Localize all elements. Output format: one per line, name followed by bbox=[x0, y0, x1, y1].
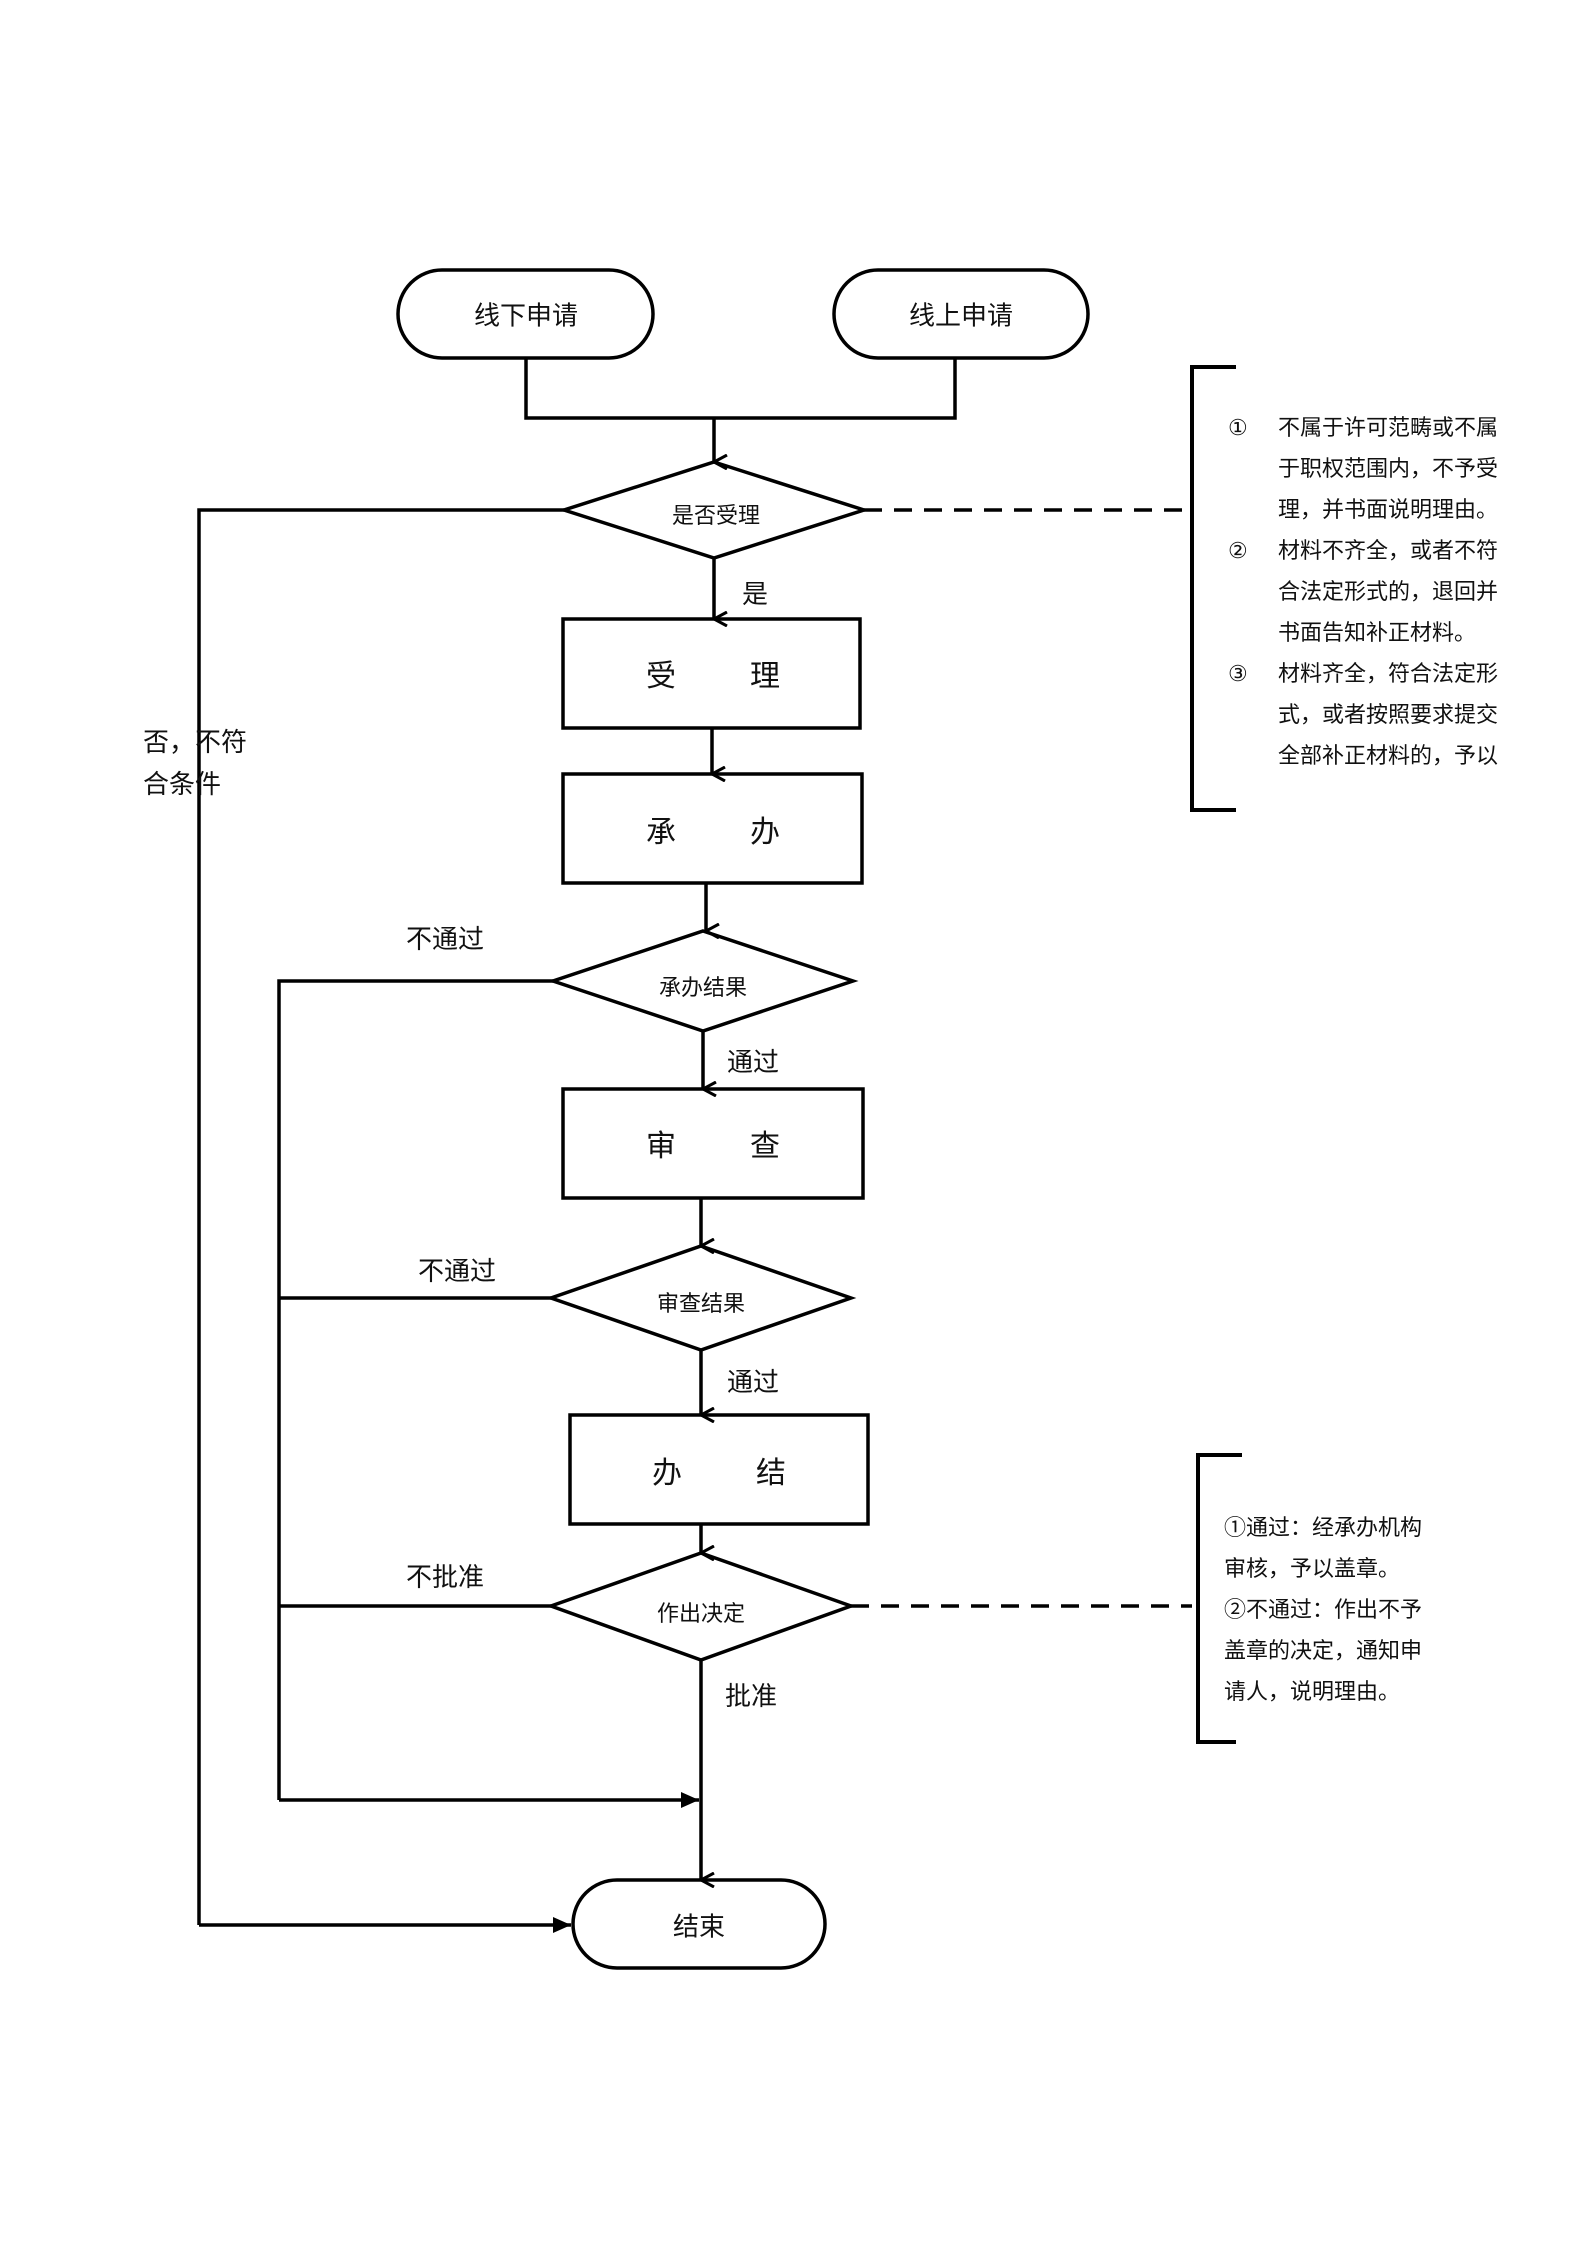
note-line: 不属于许可范畴或不属 bbox=[1278, 416, 1499, 441]
handle-result-label: 承办结果 bbox=[658, 976, 748, 1001]
note-line: ①通过：经承办机构 bbox=[1224, 1516, 1423, 1541]
online-apply-label: 线上申请 bbox=[908, 301, 1014, 332]
note-line: 式，或者按照要求提交 bbox=[1278, 703, 1499, 728]
accept-note-bracket bbox=[1190, 365, 1236, 812]
review-result-label: 审查结果 bbox=[656, 1292, 746, 1317]
note-line: 请人，说明理由。 bbox=[1224, 1680, 1401, 1705]
review-box bbox=[561, 1087, 865, 1200]
make-decision-label: 作出决定 bbox=[656, 1602, 746, 1627]
note-line: 材料齐全，符合法定形 bbox=[1278, 662, 1499, 687]
decision-rules-note: ①通过：经承办机构 审核，予以盖章。 ②不通过：作出不予 盖章的决定，通知申 请… bbox=[1224, 1508, 1422, 1713]
review-label: 审 查 bbox=[646, 1129, 802, 1164]
fail-1-edge-label: 不通过 bbox=[406, 925, 485, 955]
online-apply-terminal bbox=[832, 268, 1090, 360]
decide-accept-label: 是否受理 bbox=[671, 504, 761, 529]
accept-rule-1: ① 不属于许可范畴或不属 于职权范围内，不予受 理，并书面说明理由。 bbox=[1228, 408, 1498, 531]
handle-label: 承 办 bbox=[646, 815, 802, 850]
accept-rule-3: ③ 材料齐全，符合法定形 式，或者按照要求提交 全部补正材料的，予以 bbox=[1228, 654, 1498, 777]
accept-rules-note: ① 不属于许可范畴或不属 于职权范围内，不予受 理，并书面说明理由。 ② 材料不… bbox=[1228, 408, 1498, 777]
note-line: 材料不齐全，或者不符 bbox=[1278, 539, 1499, 564]
offline-apply-label: 线下申请 bbox=[473, 301, 579, 332]
note-line: 理，并书面说明理由。 bbox=[1278, 498, 1499, 523]
note-line: 于职权范围内，不予受 bbox=[1278, 457, 1499, 482]
not-qualified-line-2: 合条件 bbox=[143, 770, 222, 800]
conclude-label: 办 结 bbox=[652, 1456, 808, 1491]
note-line: 盖章的决定，通知申 bbox=[1224, 1639, 1423, 1664]
note-line: 书面告知补正材料。 bbox=[1278, 621, 1477, 646]
fail-loop-line bbox=[277, 979, 553, 1800]
pass-2-edge-label: 通过 bbox=[727, 1368, 780, 1398]
merge-connector bbox=[524, 358, 957, 420]
conclude-box bbox=[568, 1413, 870, 1526]
handle-box bbox=[561, 772, 864, 885]
not-qualified-line bbox=[197, 508, 564, 1925]
not-qualified-line-1: 否，不符 bbox=[143, 728, 248, 758]
accept-label: 受 理 bbox=[646, 659, 802, 694]
decision-note-bracket bbox=[1196, 1453, 1242, 1744]
accept-rule-2: ② 材料不齐全，或者不符 合法定形式的，退回并 书面告知补正材料。 bbox=[1228, 531, 1498, 654]
yes-edge-label: 是 bbox=[742, 580, 769, 610]
note-line: 合法定形式的，退回并 bbox=[1278, 580, 1499, 605]
end-terminal bbox=[571, 1878, 827, 1970]
reject-edge-label: 不批准 bbox=[406, 1563, 485, 1593]
note-line: 审核，予以盖章。 bbox=[1224, 1557, 1401, 1582]
not-qualified-edge-label: 否，不符 合条件 bbox=[143, 722, 247, 806]
note-line: ②不通过：作出不予 bbox=[1224, 1598, 1423, 1623]
rule-number: ① bbox=[1228, 416, 1248, 441]
note-line: 全部补正材料的，予以 bbox=[1278, 744, 1499, 769]
rule-number: ③ bbox=[1228, 662, 1248, 687]
pass-1-edge-label: 通过 bbox=[727, 1048, 780, 1078]
fail-2-edge-label: 不通过 bbox=[418, 1257, 497, 1287]
approve-edge-label: 批准 bbox=[725, 1682, 778, 1712]
end-label: 结束 bbox=[672, 1912, 726, 1943]
rule-number: ② bbox=[1228, 539, 1248, 564]
